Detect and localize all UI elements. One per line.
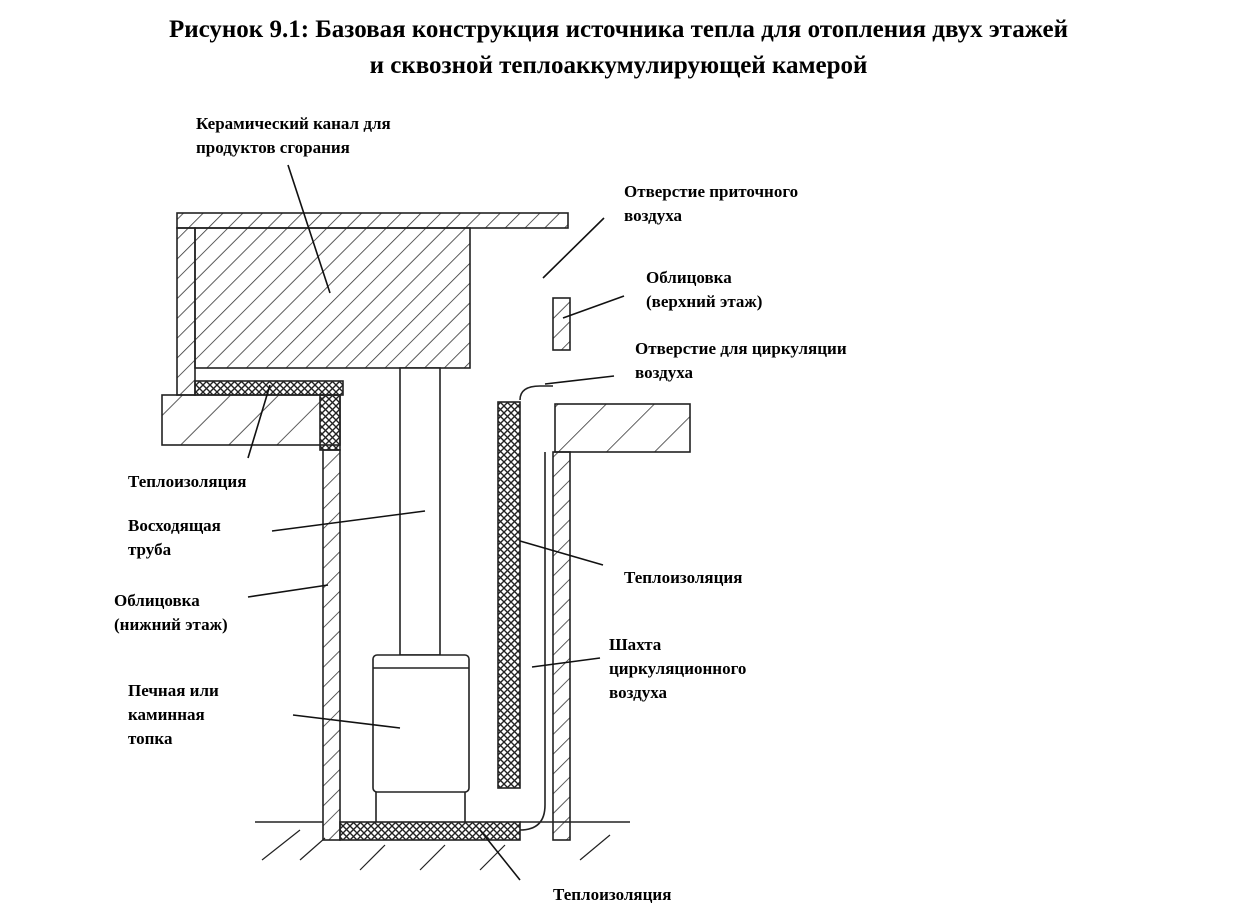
upper-slab <box>176 212 569 229</box>
insulation-right-vertical <box>497 401 521 789</box>
floor-slab-right <box>554 403 691 453</box>
leader-lines <box>247 164 625 881</box>
cladding-upper <box>552 297 571 351</box>
insulation-left-vertical <box>319 394 341 451</box>
ceramic-channel <box>194 227 471 369</box>
cladding-right-lower <box>552 451 571 841</box>
label-cladding-lower: Облицовка(нижний этаж) <box>114 591 228 634</box>
label-cladding-upper: Облицовка(верхний этаж) <box>646 268 763 311</box>
insulation-bottom <box>339 821 521 841</box>
upper-left-wall <box>176 227 196 396</box>
figure-title-line2: и сквозной теплоаккумулирующей камерой <box>369 52 868 79</box>
figure-title-line1: Рисунок 9.1: Базовая конструкция источни… <box>168 16 1069 43</box>
label-insulation-bottom: Теплоизоляция <box>553 885 672 904</box>
cladding-lower-left <box>322 449 341 841</box>
label-insulation-top: Теплоизоляция <box>128 472 247 491</box>
rising-pipe <box>399 367 441 656</box>
firebox <box>372 654 470 793</box>
floor-slab-left <box>161 394 341 446</box>
label-insulation-right: Теплоизоляция <box>624 568 743 587</box>
